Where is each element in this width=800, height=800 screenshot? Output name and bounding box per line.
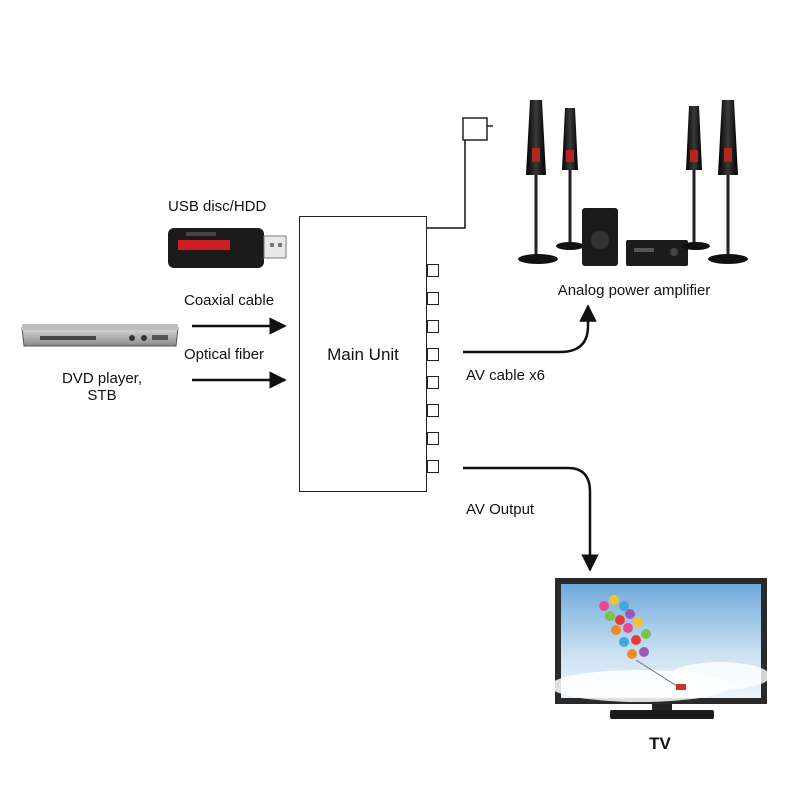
dvd-label-line1: DVD player, xyxy=(61,370,143,387)
usb-drive-icon xyxy=(168,228,287,268)
output-port xyxy=(427,264,439,277)
dvd-label: DVD player, STB xyxy=(62,370,142,404)
av-output-label: AV Output xyxy=(466,501,535,518)
main-unit-box: Main Unit xyxy=(299,216,427,492)
dvd-label-line2: STB xyxy=(87,387,117,404)
av-cable-arrow xyxy=(463,304,597,354)
output-port xyxy=(427,404,439,417)
av-output-arrow xyxy=(463,466,599,572)
tv-icon xyxy=(550,578,770,719)
usb-label: USB disc/HDD xyxy=(168,198,267,215)
output-port xyxy=(427,320,439,333)
speaker-system-icon xyxy=(518,100,748,266)
power-plug-icon xyxy=(427,117,493,229)
main-unit-label: Main Unit xyxy=(327,345,399,364)
tv-label: TV xyxy=(649,734,671,753)
optical-label: Optical fiber xyxy=(184,346,265,363)
av-cable-label: AV cable x6 xyxy=(466,367,545,384)
output-port xyxy=(427,376,439,389)
amplifier-label: Analog power amplifier xyxy=(557,282,711,299)
coaxial-label: Coaxial cable xyxy=(184,292,275,309)
output-port xyxy=(427,460,439,473)
output-port xyxy=(427,292,439,305)
dvd-player-icon xyxy=(21,324,179,347)
output-port xyxy=(427,348,439,361)
output-port xyxy=(427,432,439,445)
